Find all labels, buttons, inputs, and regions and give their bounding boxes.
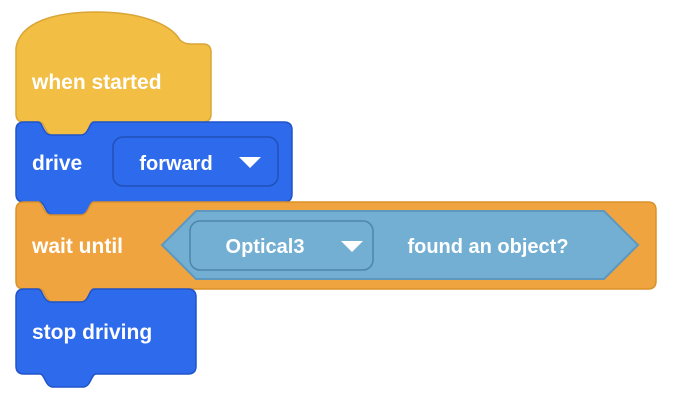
block-drive[interactable]: drive forward <box>15 121 293 216</box>
stop-driving-shape[interactable] <box>15 288 197 388</box>
when-started-label: when started <box>31 71 162 94</box>
drive-label: drive <box>32 152 82 175</box>
stop-driving-label: stop driving <box>32 321 152 344</box>
drive-direction-dropdown[interactable]: forward <box>112 136 279 187</box>
sensor-dropdown-value: Optical3 <box>226 236 305 258</box>
drive-direction-value: forward <box>139 153 212 175</box>
drive-direction-dropdown-field[interactable] <box>112 136 279 187</box>
sensing-condition-block[interactable]: Optical3 found an object? <box>160 210 640 280</box>
when-started-shape[interactable] <box>15 11 212 136</box>
sensor-dropdown-field[interactable] <box>189 220 374 271</box>
wait-until-label: wait until <box>31 235 123 258</box>
block-when-started[interactable]: when started <box>15 11 212 136</box>
dropdown-arrow-icon[interactable] <box>341 241 363 252</box>
sensor-dropdown[interactable]: Optical3 <box>189 220 374 271</box>
dropdown-arrow-icon[interactable] <box>239 157 261 168</box>
condition-label: found an object? <box>407 236 568 258</box>
block-stop-driving[interactable]: stop driving <box>15 288 197 388</box>
block-wait-until[interactable]: wait until Optical3 found an object? <box>15 201 657 303</box>
